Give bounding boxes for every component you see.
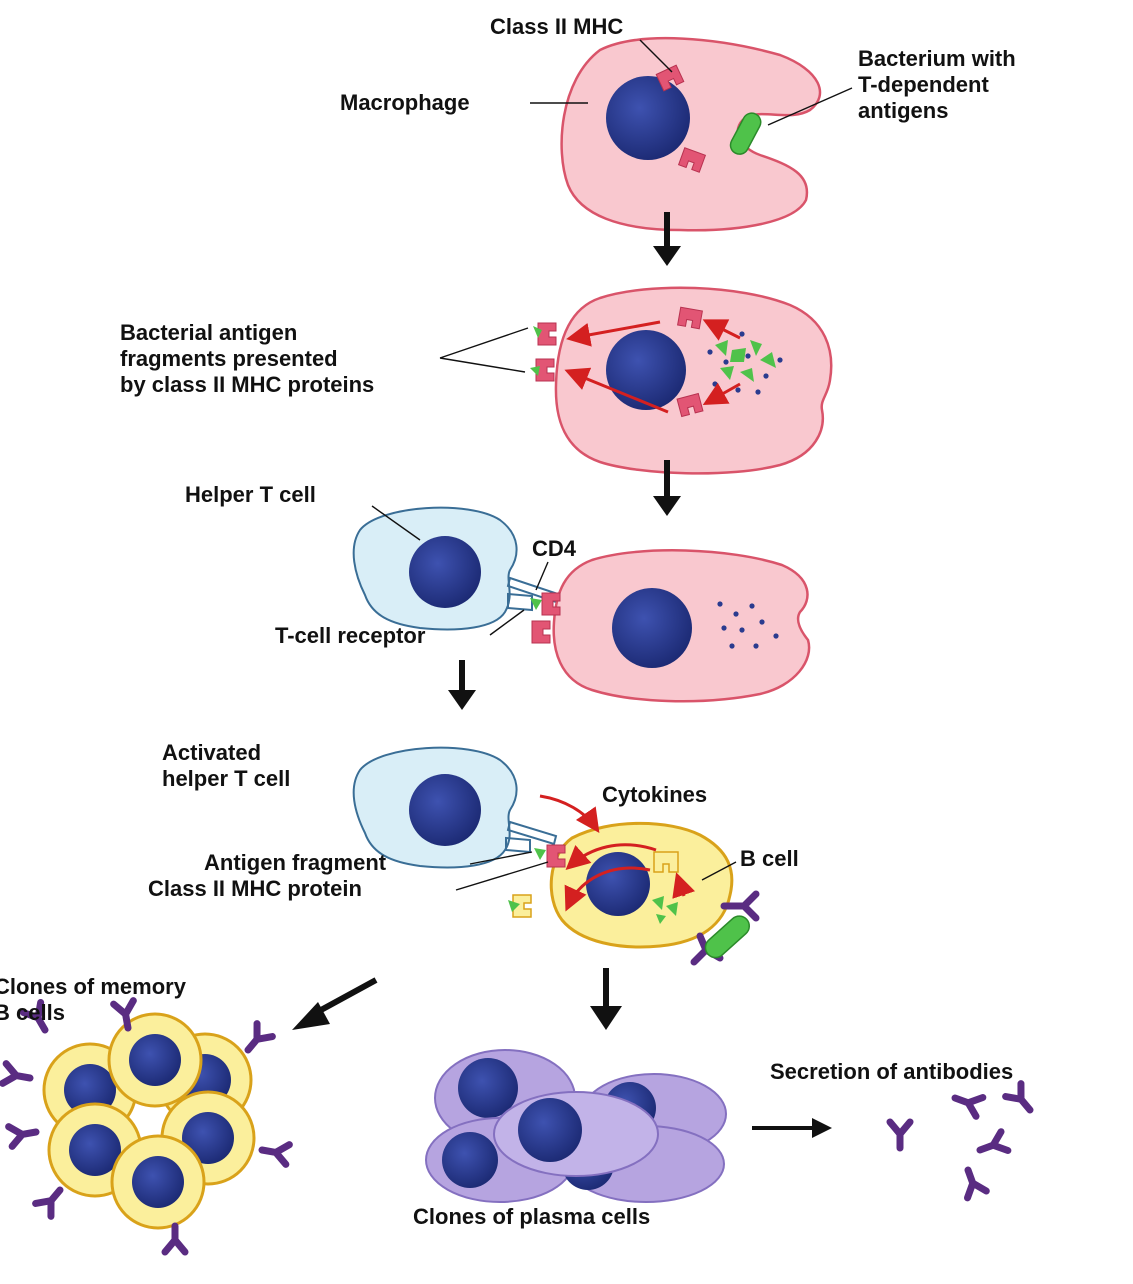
class-ii-mhc-protein-label: Class II MHC protein <box>148 876 362 901</box>
leader-line <box>489 609 525 636</box>
class-ii-mhc-icon <box>537 322 557 346</box>
antibody-icon <box>1006 1084 1038 1117</box>
presentation-labels: Bacterial antigen fragments presented by… <box>120 320 529 397</box>
antibody-icon <box>240 1024 272 1057</box>
secreted-antibodies <box>890 1084 1038 1198</box>
antigen-dots <box>717 601 779 649</box>
bacterium-icon <box>729 112 762 155</box>
b-cell-nucleus <box>586 852 650 916</box>
antibody-icon <box>977 1132 1008 1160</box>
macrophage-label: Macrophage <box>340 90 470 115</box>
macrophage-nucleus <box>606 76 690 160</box>
macrophage-nucleus <box>612 588 692 668</box>
bacterium-icon <box>704 915 751 959</box>
antigen-fragment-icon <box>530 598 542 610</box>
transport-arrows <box>564 319 741 414</box>
secretion-arrow <box>752 1118 832 1138</box>
antigen-fragment-icon <box>533 326 542 338</box>
memory-b-cell <box>110 1134 206 1230</box>
antigen-fragment-label: Antigen fragment <box>204 850 387 875</box>
antibody-icon <box>36 1184 68 1217</box>
leader-line <box>701 861 737 881</box>
macrophage-labels: Class II MHC Macrophage Bacterium with T… <box>340 14 1016 126</box>
plasma-cell-clones <box>425 1049 727 1203</box>
memory-b-cell-clones <box>3 1001 290 1252</box>
memory-b-cell <box>107 1012 203 1108</box>
flow-arrow-to-memory <box>292 977 378 1030</box>
cytokines-label: Cytokines <box>602 782 707 807</box>
antigen-fragment-icon <box>530 366 540 376</box>
memory-labels: Clones of memory B cells <box>0 974 187 1025</box>
cytokines-arrow <box>539 794 600 833</box>
plasma-clones-label: Clones of plasma cells <box>413 1204 650 1229</box>
plasma-cell <box>493 1091 659 1177</box>
leader-line <box>439 327 529 373</box>
leader-line <box>535 561 549 591</box>
b-cell-labels: Activated helper T cell Cytokines Antige… <box>148 740 799 901</box>
memory-clones-line-2: B cells <box>0 1000 65 1025</box>
helper-t-cell-label: Helper T cell <box>185 482 316 507</box>
antibody-icon <box>890 1122 910 1148</box>
macrophage-stage-1 <box>560 36 822 232</box>
class-ii-mhc-icon <box>531 620 551 644</box>
t-cell-labels: Helper T cell CD4 T-cell receptor <box>185 482 577 648</box>
t-cell-receptor-label: T-cell receptor <box>275 623 426 648</box>
antibody-icon <box>952 1089 983 1117</box>
leader-line <box>455 861 549 891</box>
macrophage-stage-2 <box>530 286 833 475</box>
flow-arrow <box>653 212 681 266</box>
t-cell-nucleus <box>409 774 481 846</box>
leader-line <box>639 39 673 73</box>
antigen-fragment-icon <box>534 848 546 860</box>
antibody-icon <box>260 1140 289 1164</box>
antibody-icon <box>165 1226 185 1252</box>
antibody-icon <box>3 1064 32 1088</box>
bacterial-fragments-line-1: Bacterial antigen <box>120 320 297 345</box>
class-ii-mhc-label: Class II MHC <box>490 14 623 39</box>
t-cell-binding-stage <box>352 506 811 703</box>
flow-arrow <box>653 460 681 516</box>
macrophage-body <box>560 36 822 232</box>
macrophage-nucleus <box>606 330 686 410</box>
flow-arrow-to-plasma <box>590 968 622 1030</box>
bacterium-label-line-3: antigens <box>858 98 948 123</box>
flow-arrow <box>448 660 476 710</box>
antigen-fragments-cluster <box>715 340 776 382</box>
b-cell-label: B cell <box>740 846 799 871</box>
memory-clones-line-1: Clones of memory <box>0 974 187 999</box>
b-cell-activation-stage <box>352 746 760 966</box>
t-cell-receptor-icon <box>507 592 533 612</box>
antibody-icon <box>959 1167 987 1198</box>
class-ii-mhc-icon <box>512 894 532 918</box>
leader-line <box>371 505 421 541</box>
antigen-fragment-icon <box>508 900 520 912</box>
transport-arrows <box>564 843 696 912</box>
internal-mhc-icon <box>653 851 679 873</box>
bacterial-fragments-line-2: fragments presented <box>120 346 338 371</box>
bacterium-label-line-1: Bacterium with <box>858 46 1016 71</box>
activated-helper-line-1: Activated <box>162 740 261 765</box>
secretion-label: Secretion of antibodies <box>770 1059 1013 1084</box>
activated-helper-line-2: helper T cell <box>162 766 290 791</box>
bacterium-label-line-2: T-dependent <box>858 72 989 97</box>
leader-line <box>767 87 853 126</box>
bacterial-fragments-line-3: by class II MHC proteins <box>120 372 374 397</box>
leader-line <box>469 851 533 865</box>
antigen-fragments-cluster <box>652 896 678 924</box>
cd4-icon <box>506 820 558 846</box>
t-cell-nucleus <box>409 536 481 608</box>
antibody-icon <box>9 1122 38 1146</box>
cd4-label: CD4 <box>532 536 577 561</box>
macrophage-body <box>554 286 833 475</box>
